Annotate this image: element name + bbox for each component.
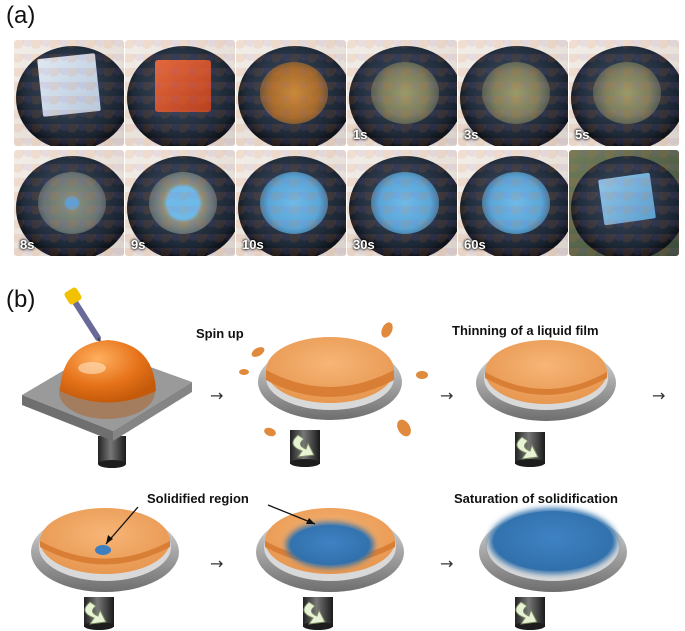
spin-chuck — [238, 156, 346, 256]
sample-region — [482, 62, 550, 124]
spin-chuck — [349, 46, 457, 146]
photo-frame: 60s — [458, 150, 568, 256]
spinner-saturation — [479, 508, 627, 630]
process-arrow-5: → — [440, 554, 454, 573]
time-label: 30s — [353, 237, 375, 252]
spin-chuck — [349, 156, 457, 256]
spin-chuck — [571, 46, 679, 146]
photo-frame: 9s — [125, 150, 235, 256]
spinner-nucleation — [31, 506, 179, 630]
spinner-growth — [256, 504, 404, 630]
sample-region — [260, 172, 328, 234]
photo-frame — [14, 40, 124, 146]
photo-frame: 5s — [569, 40, 679, 146]
process-arrow-4: → — [210, 554, 224, 573]
spinner-thinning — [476, 340, 616, 467]
photo-frame: 30s — [347, 150, 457, 256]
photo-frame — [236, 40, 346, 146]
caption-saturation: Saturation of solidification — [454, 491, 618, 506]
sample-region — [37, 53, 101, 117]
caption-thinning: Thinning of a liquid film — [452, 323, 599, 338]
time-label: 60s — [464, 237, 486, 252]
photo-frame — [569, 150, 679, 256]
process-arrow-2: → — [440, 386, 454, 405]
photo-frame: 8s — [14, 150, 124, 256]
panel-b-label: (b) — [6, 286, 36, 313]
photo-frame: 1s — [347, 40, 457, 146]
photo-frame — [125, 40, 235, 146]
sample-region — [593, 62, 661, 124]
time-label: 1s — [353, 127, 368, 142]
sample-region — [371, 172, 439, 234]
caption-spin-up: Spin up — [196, 326, 244, 341]
spin-chuck — [127, 46, 235, 146]
process-arrow-3: → — [652, 386, 666, 405]
sample-region — [149, 172, 217, 234]
sample-region — [598, 172, 656, 226]
sample-region — [260, 62, 328, 124]
time-label: 10s — [242, 237, 264, 252]
spin-chuck — [16, 46, 124, 146]
time-label: 8s — [20, 237, 35, 252]
sample-region — [155, 60, 211, 112]
spinner-spin-up — [239, 322, 428, 467]
spin-chuck — [238, 46, 346, 146]
photo-frame: 10s — [236, 150, 346, 256]
caption-solidified: Solidified region — [147, 491, 249, 506]
time-label: 3s — [464, 127, 479, 142]
photo-frame: 3s — [458, 40, 568, 146]
panel-a-label: (a) — [6, 2, 36, 29]
spin-chuck — [127, 156, 235, 256]
pipette-icon — [64, 287, 105, 349]
time-label: 9s — [131, 237, 146, 252]
sample-region — [482, 172, 550, 234]
spin-chuck — [460, 46, 568, 146]
process-arrow-1: → — [210, 386, 224, 405]
spin-chuck — [571, 156, 679, 256]
substrate-with-drop — [22, 340, 192, 468]
sample-region — [38, 172, 106, 234]
time-label: 5s — [575, 127, 590, 142]
spin-chuck — [460, 156, 568, 256]
sample-region — [371, 62, 439, 124]
spin-chuck — [16, 156, 124, 256]
